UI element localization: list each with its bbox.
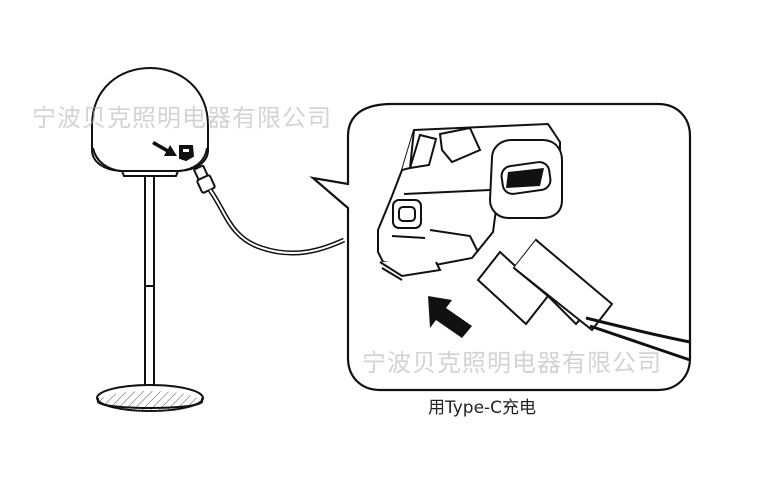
watermark-bottom: 宁波贝克照明电器有限公司	[362, 349, 662, 377]
usb-c-cable	[207, 188, 346, 256]
lamp-pole-lower	[144, 285, 155, 391]
caption: 用Type-C充电	[428, 398, 537, 418]
insert-arrow-icon	[428, 296, 472, 338]
zoomed-port-detail	[377, 122, 563, 281]
insert-arrow-small-icon	[152, 141, 177, 156]
lamp-cable-plug	[193, 164, 216, 194]
usb-c-connector	[476, 238, 691, 362]
watermark-top: 宁波贝克照明电器有限公司	[32, 104, 332, 132]
lamp-pole	[144, 175, 155, 287]
table-lamp	[91, 66, 209, 412]
lamp-charging-port	[179, 145, 195, 162]
lamp-base-cap	[120, 170, 180, 177]
